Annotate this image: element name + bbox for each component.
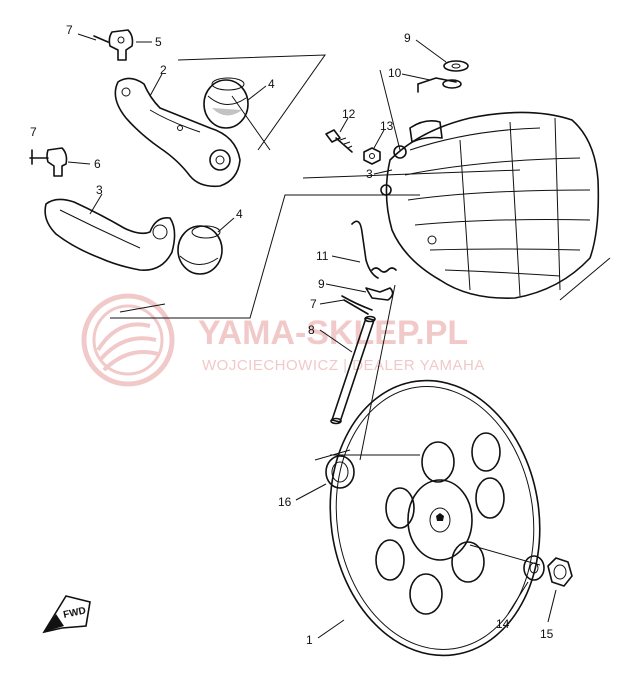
engine-case [380,111,600,299]
callout-14: 14 [496,617,510,631]
callout-3b: 3 [96,183,103,197]
disc-holes [375,432,505,615]
part-7-cotter-pin [341,295,373,315]
part-11-spring-rod [351,220,397,279]
callout-numbers: 7 5 2 4 9 10 12 13 3 7 6 3 4 11 9 7 8 16… [30,23,554,647]
callout-11: 11 [316,249,329,263]
fwd-arrow-icon: FWD [42,595,91,634]
part-9-lower-clip [365,287,394,301]
callout-7c: 7 [310,297,317,311]
part-2-lever-arm [114,77,241,188]
callout-10: 10 [388,66,402,80]
leader-lines [67,33,557,639]
callout-7a: 7 [66,23,73,37]
watermark-brand: YAMA-SKLEP.PL [198,314,468,352]
part-5-clip [93,29,134,61]
callout-7b: 7 [30,125,37,139]
part-8-shaft [330,315,376,425]
callout-6: 6 [94,157,101,171]
callout-4a: 4 [268,77,275,91]
part-16-seal [325,455,355,489]
fwd-label: FWD [62,605,87,620]
part-9-washer [443,60,469,72]
callout-9a: 9 [404,31,411,45]
part-1-disc [329,379,541,657]
part-13-nut [363,147,381,165]
part-3-lower-lever [44,198,176,271]
callout-9b: 9 [318,277,325,291]
callout-5: 5 [155,35,162,49]
callout-2: 2 [160,63,167,77]
part-4-cap-upper [203,77,249,129]
callout-15: 15 [540,627,554,641]
callout-13: 13 [380,119,394,133]
watermark: YAMA-SKLEP.PL WOJCIECHOWICZ | DEALER YAM… [81,293,485,387]
callout-4b: 4 [236,207,243,221]
callout-3: 3 [366,167,373,181]
part-15-nut [547,557,573,587]
assembly-frame-lines [110,54,611,566]
callout-12: 12 [342,107,356,121]
part-12-bolt [325,129,353,153]
watermark-logo [81,293,175,387]
callout-8: 8 [308,323,315,337]
part-14-washer [523,555,545,581]
callout-1: 1 [306,633,313,647]
part-4-cap-lower [177,225,223,275]
callout-16: 16 [278,495,292,509]
part-6-clip [29,147,68,177]
watermark-tagline: WOJCIECHOWICZ | DEALER YAMAHA [202,357,485,374]
part-10-pin [417,77,462,93]
